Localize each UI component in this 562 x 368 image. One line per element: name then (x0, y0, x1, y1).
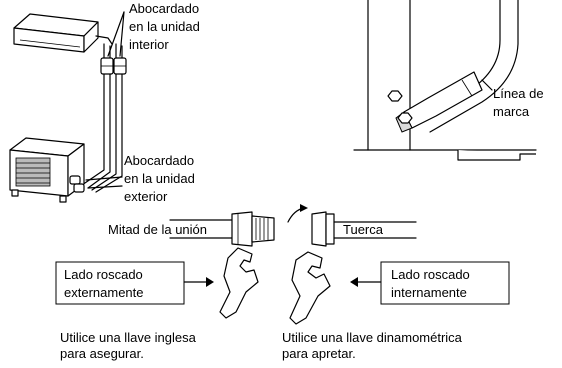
torque-note-line2: para apretar. (282, 346, 356, 361)
union-fitting (169, 211, 275, 247)
external-thread-label-line2: externamente (64, 285, 144, 300)
internal-thread-box (380, 261, 510, 305)
internal-thread-label-line2: internamente (391, 285, 467, 300)
flare-mark-detail (353, 0, 537, 161)
external-thread-box (55, 261, 185, 305)
outdoor-flare-leader (85, 176, 123, 181)
indoor-flare-leader (107, 11, 125, 57)
outdoor-unit (9, 137, 85, 203)
wrench-icon (219, 247, 259, 319)
flare-nut (311, 211, 417, 247)
mark-line-label-line2: marca (493, 104, 530, 119)
indoor-flare-label-line3: interior (129, 37, 169, 52)
internal-thread-arrow (350, 277, 358, 287)
outdoor-flare-label-line2: en la unidad (124, 171, 195, 186)
refrigerant-piping (81, 43, 127, 193)
indoor-flare-label-line1: Abocardado (129, 1, 199, 16)
wrench-note-line1: Utilice una llave inglesa (60, 330, 197, 345)
torque-note-line1: Utilice una llave dinamométrica (282, 330, 463, 345)
indoor-unit (13, 13, 113, 53)
torque-wrench-icon (289, 251, 331, 325)
nut-label: Tuerca (343, 222, 384, 237)
indoor-flare-label-line2: en la unidad (129, 19, 200, 34)
external-thread-label-line1: Lado roscado (64, 267, 143, 282)
outdoor-flare-label-line1: Abocardado (124, 153, 194, 168)
outdoor-flare-label-line3: exterior (124, 189, 168, 204)
internal-thread-label-line1: Lado roscado (391, 267, 470, 282)
mark-line-label-line1: Línea de (493, 86, 544, 101)
wrench-note-line2: para asegurar. (60, 346, 144, 361)
union-half-label: Mitad de la unión (108, 222, 207, 237)
external-thread-arrow (206, 277, 214, 287)
